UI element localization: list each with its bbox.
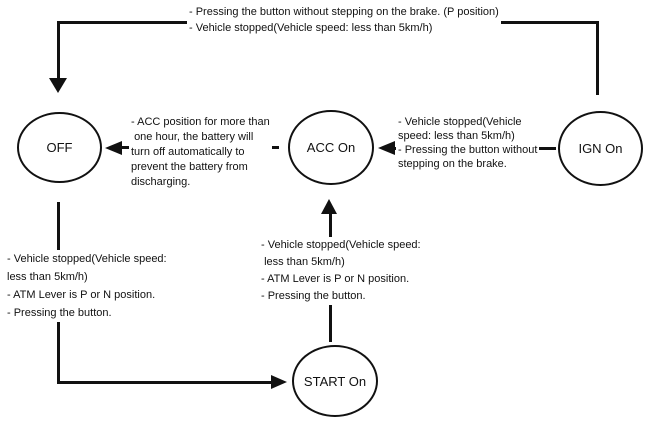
arrow-left-into-acc-icon — [378, 141, 395, 155]
transition-condition-off-to-start: - Vehicle stopped(Vehicle speed: less th… — [5, 250, 169, 322]
transition-condition-ign-to-acc: - Vehicle stopped(Vehicle speed: less th… — [396, 115, 540, 171]
arrow-right-into-start-icon — [271, 375, 287, 389]
connector-off-to-start-horizontal — [57, 381, 271, 384]
state-acc-on-label: ACC On — [306, 140, 356, 155]
transition-condition-acc-to-off: - ACC position for more than one hour, t… — [129, 115, 272, 190]
connector-ign-to-off-right-vertical — [596, 21, 599, 95]
state-start-on-label: START On — [303, 373, 367, 389]
state-off-label: OFF — [46, 140, 73, 155]
state-start-on: START On — [292, 345, 378, 417]
state-ign-on: IGN On — [558, 111, 643, 186]
arrow-down-into-off-icon — [49, 78, 67, 93]
state-acc-on: ACC On — [288, 110, 374, 185]
state-off: OFF — [17, 112, 102, 183]
arrow-up-into-acc-icon — [321, 199, 337, 214]
state-ign-on-label: IGN On — [578, 141, 623, 156]
transition-condition-ign-to-off: - Pressing the button without stepping o… — [187, 4, 501, 36]
transition-condition-start-to-acc: - Vehicle stopped(Vehicle speed: less th… — [259, 237, 423, 305]
connector-ign-to-off-left-vertical — [57, 21, 60, 79]
arrow-left-into-off-icon — [105, 141, 122, 155]
